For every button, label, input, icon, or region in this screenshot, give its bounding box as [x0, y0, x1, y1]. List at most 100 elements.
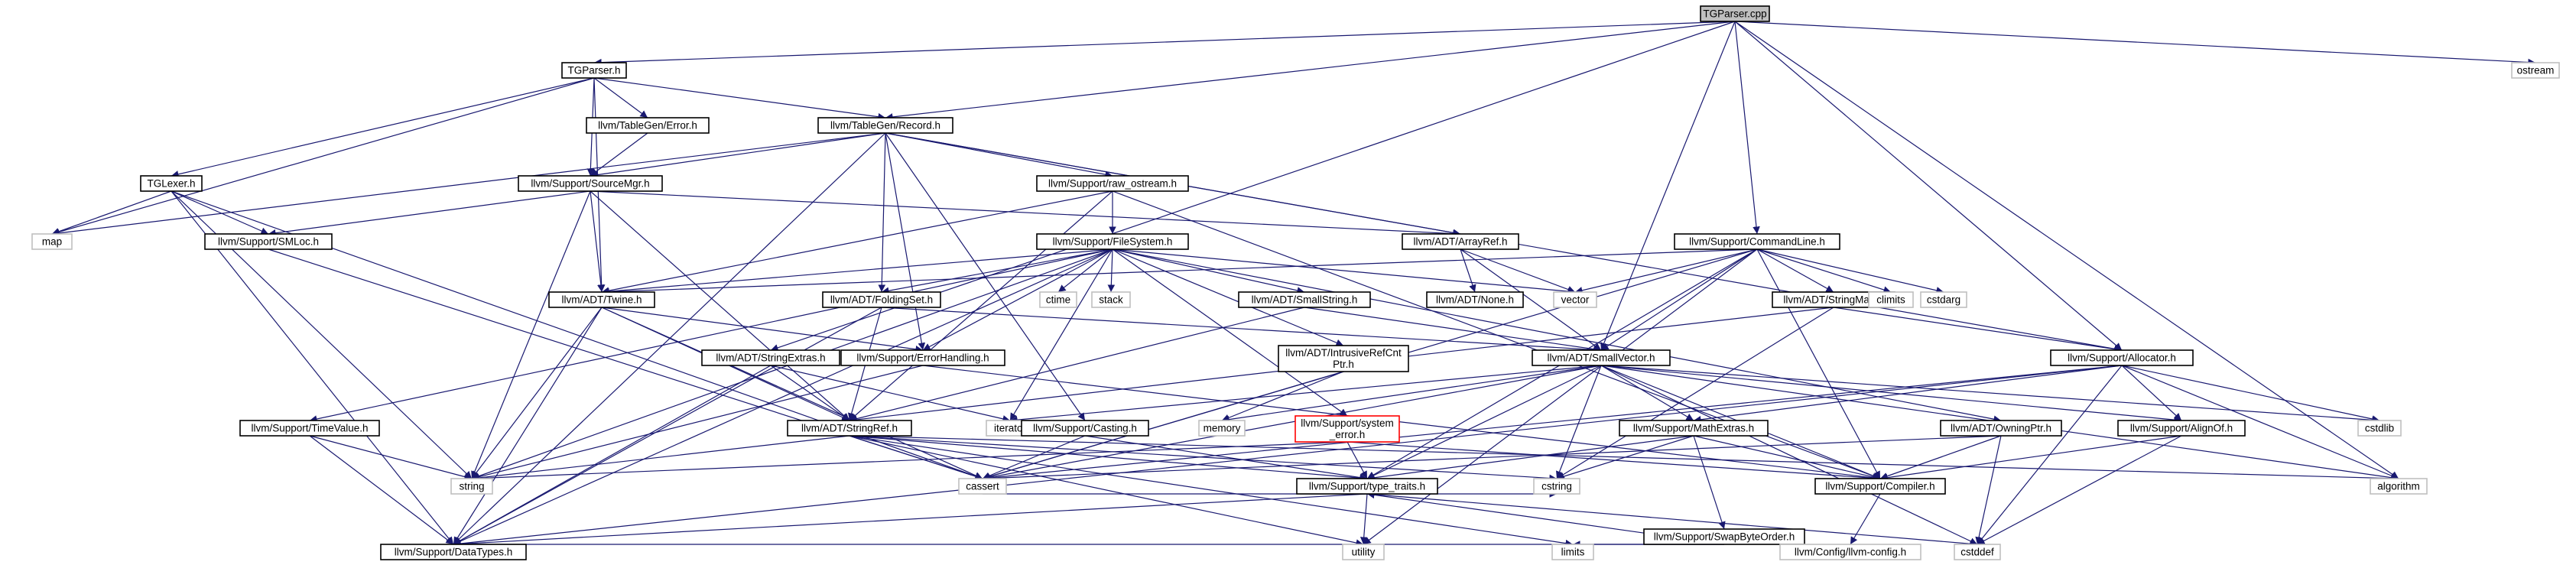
node-box — [2511, 62, 2560, 79]
node-box — [1198, 420, 1246, 437]
node-type-traits-h[interactable]: llvm/Support/type_traits.h — [1296, 478, 1438, 495]
node-error-h[interactable]: llvm/TableGen/Error.h — [586, 117, 710, 134]
node-sourcemgr-h[interactable]: llvm/Support/SourceMgr.h — [518, 175, 663, 192]
edge-owningptr_h-to-cassert — [982, 435, 2002, 482]
node-box — [2117, 420, 2246, 437]
node-foldingset-h[interactable]: llvm/ADT/FoldingSet.h — [822, 291, 941, 308]
node-commandline-h[interactable]: llvm/Support/CommandLine.h — [1674, 233, 1840, 250]
edge-smallvector_h-to-cstring — [1556, 365, 1602, 479]
edge-sourcemgr_h-to-twine_h — [590, 190, 605, 293]
node-label-line2: Ptr.h — [1333, 359, 1354, 370]
node-twine-h[interactable]: llvm/ADT/Twine.h — [548, 291, 655, 308]
node-label: string — [459, 481, 484, 492]
edge-filesystem_h-to-iterator — [1009, 248, 1113, 421]
node-label: llvm/ADT/ArrayRef.h — [1413, 236, 1507, 248]
node-llvm-config-h[interactable]: llvm/Config/llvm-config.h — [1779, 544, 1921, 560]
node-none-h[interactable]: llvm/ADT/None.h — [1426, 291, 1524, 308]
edge-tglexer_h-to-map — [51, 190, 172, 235]
node-ostream[interactable]: ostream — [2511, 62, 2560, 79]
node-label: llvm/ADT/SmallString.h — [1252, 294, 1358, 306]
edge-tgparser_h-to-map — [51, 77, 595, 235]
node-string[interactable]: string — [450, 478, 493, 495]
edge-allocator_h-to-cstdlib — [2121, 365, 2380, 423]
node-cstddef[interactable]: cstddef — [1954, 544, 2001, 560]
edge-type_traits_h-to-utility — [1359, 493, 1368, 545]
node-tgparser-cpp[interactable]: TGParser.cpp — [1700, 5, 1770, 22]
node-raw-ostream-h[interactable]: llvm/Support/raw_ostream.h — [1036, 175, 1189, 192]
node-climits[interactable]: climits — [1868, 291, 1914, 308]
edge-alignof_h-to-cstddef — [1977, 435, 2182, 545]
node-ctime[interactable]: ctime — [1039, 291, 1077, 308]
edge-commandline_h-to-cstdarg — [1756, 248, 1944, 294]
node-datatypes-h[interactable]: llvm/Support/DataTypes.h — [380, 544, 527, 560]
node-box — [1868, 291, 1914, 308]
node-smallstring-h[interactable]: llvm/ADT/SmallString.h — [1238, 291, 1371, 308]
node-timevalue-h[interactable]: llvm/Support/TimeValue.h — [239, 420, 380, 437]
node-smallvector-h[interactable]: llvm/ADT/SmallVector.h — [1532, 349, 1671, 366]
node-label: memory — [1204, 423, 1241, 434]
node-stringref-h[interactable]: llvm/ADT/StringRef.h — [787, 420, 912, 437]
node-record-h[interactable]: llvm/TableGen/Record.h — [817, 117, 953, 134]
node-cstdlib[interactable]: cstdlib — [2357, 420, 2402, 437]
node-owningptr-h[interactable]: llvm/ADT/OwningPtr.h — [1940, 420, 2062, 437]
node-label: llvm/Support/FileSystem.h — [1053, 236, 1173, 248]
edge-tglexer_h-to-datatypes_h — [171, 190, 454, 545]
node-label: llvm/Support/CommandLine.h — [1689, 236, 1825, 248]
node-stringextras-h[interactable]: llvm/ADT/StringExtras.h — [701, 349, 840, 366]
edge-tgparser_cpp-to-smallvector_h — [1600, 21, 1736, 351]
node-box — [1532, 349, 1671, 366]
node-filesystem-h[interactable]: llvm/Support/FileSystem.h — [1036, 233, 1189, 250]
node-label: cassert — [966, 481, 999, 492]
node-stack[interactable]: stack — [1091, 291, 1131, 308]
node-label: llvm/Support/Casting.h — [1033, 423, 1137, 434]
edge-mathextras_h-to-type_traits_h — [1366, 435, 1694, 482]
node-box — [2357, 420, 2402, 437]
edge-filesystem_h-to-datatypes_h — [453, 248, 1113, 545]
edge-stringref_h-to-string — [471, 435, 850, 482]
node-arrayref-h[interactable]: llvm/ADT/ArrayRef.h — [1402, 233, 1519, 250]
edge-foldingset_h-to-smallvector_h — [881, 307, 1602, 354]
node-smloc-h[interactable]: llvm/Support/SMLoc.h — [204, 233, 333, 250]
node-box — [1814, 478, 1946, 495]
edge-allocator_h-to-datatypes_h — [453, 365, 2123, 547]
node-box — [2050, 349, 2194, 366]
node-map[interactable]: map — [31, 233, 73, 250]
node-cassert[interactable]: cassert — [958, 478, 1007, 495]
node-swapbyteorder-h[interactable]: llvm/Support/SwapByteOrder.h — [1643, 528, 1805, 545]
node-label: llvm/ADT/SmallVector.h — [1547, 352, 1655, 364]
edge-tgparser_cpp-to-tgparser_h — [593, 21, 1736, 67]
edge-filesystem_h-to-stack — [1107, 248, 1116, 293]
node-tglexer-h[interactable]: TGLexer.h — [140, 175, 203, 192]
node-box — [239, 420, 380, 437]
node-memory[interactable]: memory — [1198, 420, 1246, 437]
node-errorhandling-h[interactable]: llvm/Support/ErrorHandling.h — [840, 349, 1005, 366]
node-cstdarg[interactable]: cstdarg — [1920, 291, 1967, 308]
edge-smallstring_h-to-stringref_h — [849, 307, 1305, 423]
node-alignof-h[interactable]: llvm/Support/AlignOf.h — [2117, 420, 2246, 437]
node-cstring[interactable]: cstring — [1533, 478, 1580, 495]
node-limits[interactable]: limits — [1551, 544, 1594, 560]
edge-commandline_h-to-twine_h — [601, 248, 1758, 296]
node-label: ctime — [1046, 294, 1070, 306]
node-casting-h[interactable]: llvm/Support/Casting.h — [1021, 420, 1149, 437]
node-algorithm[interactable]: algorithm — [2370, 478, 2428, 495]
edge-mathextras_h-to-cstring — [1556, 435, 1694, 480]
node-label: llvm/Support/SourceMgr.h — [531, 178, 649, 190]
node-system-error-h[interactable]: llvm/Support/system_error.h — [1294, 415, 1400, 443]
node-allocator-h[interactable]: llvm/Support/Allocator.h — [2050, 349, 2194, 366]
edge-smallvector_h-to-mathextras_h — [1600, 365, 1694, 421]
node-box — [958, 478, 1007, 495]
node-vector[interactable]: vector — [1553, 291, 1597, 308]
node-utility[interactable]: utility — [1342, 544, 1385, 560]
edge-stringmap_h-to-cstring — [1556, 307, 1834, 479]
edge-filesystem_h-to-foldingset_h — [881, 248, 1113, 294]
edge-tgparser_h-to-tglexer_h — [171, 77, 595, 178]
node-tgparser-h[interactable]: TGParser.h — [561, 62, 627, 79]
node-mathextras-h[interactable]: llvm/Support/MathExtras.h — [1619, 420, 1769, 437]
node-label: climits — [1876, 294, 1905, 306]
node-label: llvm/Support/MathExtras.h — [1633, 423, 1754, 434]
node-compiler-h[interactable]: llvm/Support/Compiler.h — [1814, 478, 1946, 495]
